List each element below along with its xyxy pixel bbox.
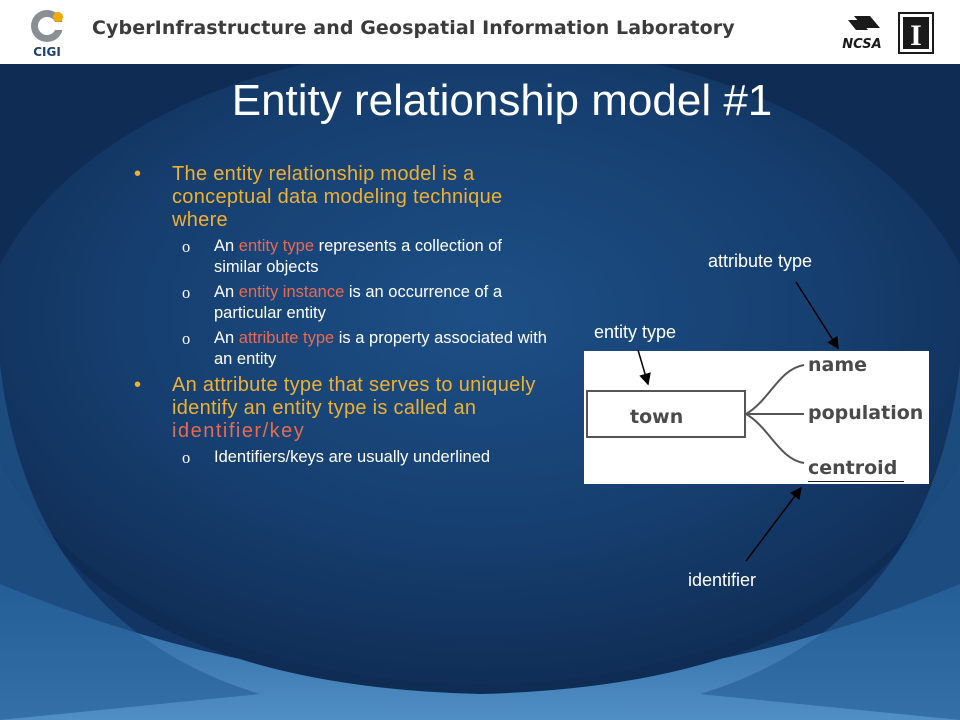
entity-label: town — [630, 406, 684, 428]
slide-background — [0, 64, 960, 720]
highlight-identifier-key: identifier/key — [172, 420, 306, 442]
illinois-logo-text: I — [910, 19, 922, 52]
annotation-attribute-type: attribute type — [708, 251, 813, 271]
ncsa-logo: NCSA — [842, 16, 882, 52]
sub-bullet-item: o An entity instance is an occurrence of… — [134, 282, 554, 324]
sub-bullet-text: represents a collection of similar objec… — [214, 237, 503, 276]
annotation-identifier: identifier — [688, 570, 757, 590]
highlight-entity-instance: entity instance — [238, 283, 345, 301]
connector-lines — [745, 364, 805, 464]
bullet-item: • The entity relationship model is a con… — [134, 163, 554, 232]
slide-title: Entity relationship model #1 — [231, 76, 773, 125]
cigi-logo: CIGI — [31, 10, 67, 59]
illinois-logo: I — [898, 12, 934, 54]
highlight-attribute-type: attribute type — [238, 329, 335, 347]
sub-bullet-item: o Identifiers/keys are usually underline… — [134, 447, 554, 468]
attribute-label: name — [808, 354, 868, 376]
sub-bullet-text: is a property associated with an entity — [214, 329, 547, 368]
sub-bullet-text: is an occurrence of a particular entity — [214, 283, 503, 322]
bullet-text: An attribute type that serves to uniquel… — [172, 374, 536, 419]
sub-bullet-text: An — [214, 237, 239, 255]
annotation-entity-type: entity type — [594, 322, 677, 342]
sub-bullet-marker: o — [182, 448, 191, 467]
bullet-text: The entity relationship model is a conce… — [172, 163, 503, 231]
lab-name: CyberInfrastructure and Geospatial Infor… — [92, 17, 735, 39]
er-diagram: town name population centroid — [584, 351, 929, 484]
sub-bullet-marker: o — [182, 329, 191, 348]
sub-bullet-item: o An entity type represents a collection… — [134, 236, 554, 278]
sub-bullet-item: o An attribute type is a property associ… — [134, 328, 554, 370]
ncsa-logo-text: NCSA — [842, 37, 881, 52]
identifier-underline — [808, 481, 904, 482]
bullet-dot: • — [134, 163, 142, 185]
attribute-label: population — [808, 402, 924, 424]
highlight-entity-type: entity type — [238, 237, 314, 255]
sub-bullet-text: An — [214, 283, 239, 301]
bullet-item: • An attribute type that serves to uniqu… — [134, 374, 554, 443]
sub-bullet-marker: o — [182, 237, 191, 256]
identifier-attribute-label: centroid — [808, 457, 898, 479]
bullet-list: • The entity relationship model is a con… — [134, 163, 554, 472]
sub-bullet-text: An — [214, 329, 239, 347]
header-bar: CIGI CyberInfrastructure and Geospatial … — [0, 0, 960, 64]
cigi-logo-text: CIGI — [33, 45, 61, 59]
sub-bullet-marker: o — [182, 283, 191, 302]
entity-box — [586, 390, 746, 438]
sub-bullet-text: Identifiers/keys are usually underlined — [214, 448, 491, 466]
bullet-dot: • — [134, 374, 142, 396]
